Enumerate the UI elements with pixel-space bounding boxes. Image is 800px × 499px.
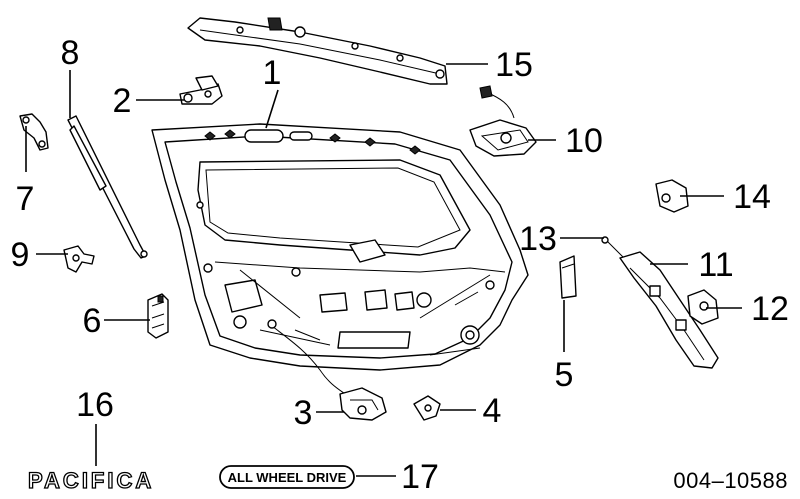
part-6-striker [147,293,169,339]
callout-5: 5 [555,356,574,394]
pacifica-logo-text: PACIFICA [28,468,154,493]
callout-2: 2 [113,82,132,120]
part-15-spoiler [187,17,448,85]
part-16-pacifica-nameplate: PACIFICA [27,467,154,493]
part-8-gas-strut [67,115,148,259]
callout-16: 16 [76,386,114,424]
leader-1 [265,89,279,129]
part-2-hinge [179,75,223,105]
part-11-actuator [601,236,719,369]
callout-11: 11 [698,246,733,284]
awd-badge-outline [219,465,355,489]
part-5-bumper [559,255,577,299]
awd-badge-text: ALL WHEEL DRIVE [228,470,347,485]
part-17-awd-badge: ALL WHEEL DRIVE [219,465,355,489]
part-12-motor [687,289,719,325]
part-3-latch [267,319,387,421]
callouts: 1 2 3 4 5 6 7 8 9 10 11 12 13 14 15 16 1… [11,34,789,496]
part-9-fastener [63,245,95,273]
callout-1: 1 [263,54,282,92]
part-4-clip [413,395,441,421]
callout-14: 14 [733,178,771,216]
callout-12: 12 [751,290,789,328]
callout-7: 7 [16,180,35,218]
part-7-bracket [19,113,49,151]
part-10-lamp-housing [469,85,537,157]
callout-8: 8 [61,34,80,72]
callout-17: 17 [401,458,439,496]
callout-9: 9 [11,236,30,274]
diagram-code: 004–10588 [673,468,788,493]
callout-13: 13 [519,220,557,258]
callout-6: 6 [83,302,102,340]
callout-10: 10 [565,122,603,160]
leader-lines [25,63,742,477]
part-14-bracket [655,179,689,213]
callout-4: 4 [483,392,502,430]
callout-15: 15 [495,46,533,84]
part-1-liftgate [151,123,529,371]
callout-3: 3 [294,394,313,432]
